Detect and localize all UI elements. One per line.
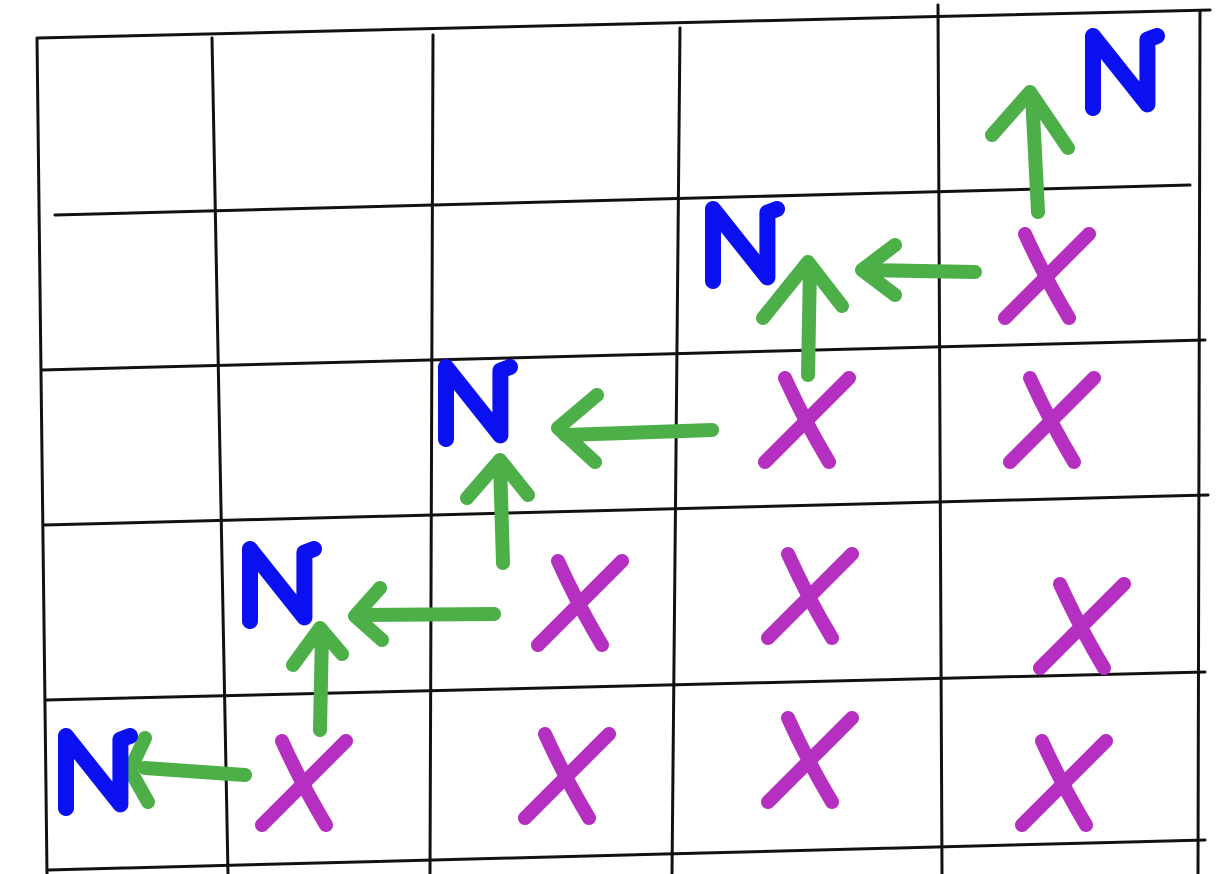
grid-line-v4: [936, 3, 944, 874]
x-mark: [255, 734, 353, 832]
x-mark: [761, 547, 859, 645]
x-mark: [998, 227, 1096, 325]
arrow-up: [286, 621, 349, 737]
arrow-left: [123, 731, 252, 809]
grid-line-h5: [46, 838, 1207, 872]
arrow-up: [985, 85, 1075, 219]
x-mark: [518, 727, 616, 825]
x-mark: [1015, 734, 1113, 832]
n-mark: [705, 201, 785, 289]
grid-line-h4: [44, 670, 1207, 702]
grid-line-h2: [40, 338, 1207, 372]
arrow-up: [460, 453, 535, 570]
grid-line-v1: [210, 36, 230, 874]
grid-line-v3: [670, 26, 682, 874]
arrow-up: [756, 255, 849, 382]
x-mark: [758, 371, 856, 469]
arrow-left: [855, 238, 982, 302]
arrow-left: [551, 388, 719, 469]
x-mark: [1033, 577, 1131, 675]
n-mark: [438, 359, 518, 447]
x-mark: [761, 711, 859, 809]
grid-line-h3: [42, 493, 1210, 527]
grid-line-v5: [1196, 10, 1202, 874]
n-mark: [58, 728, 138, 816]
grid-line-v2: [428, 33, 435, 874]
grid-line-h0: [36, 8, 1212, 40]
x-mark: [1003, 371, 1101, 469]
arrow-left: [348, 581, 501, 647]
grid-line-v0: [35, 36, 49, 874]
grid-lines: [35, 3, 1212, 874]
cell-marks: [58, 28, 1165, 832]
x-mark: [531, 554, 629, 652]
arrows: [123, 85, 1075, 809]
n-mark: [242, 541, 322, 629]
n-mark: [1085, 28, 1165, 116]
grid-line-h1: [53, 183, 1192, 217]
